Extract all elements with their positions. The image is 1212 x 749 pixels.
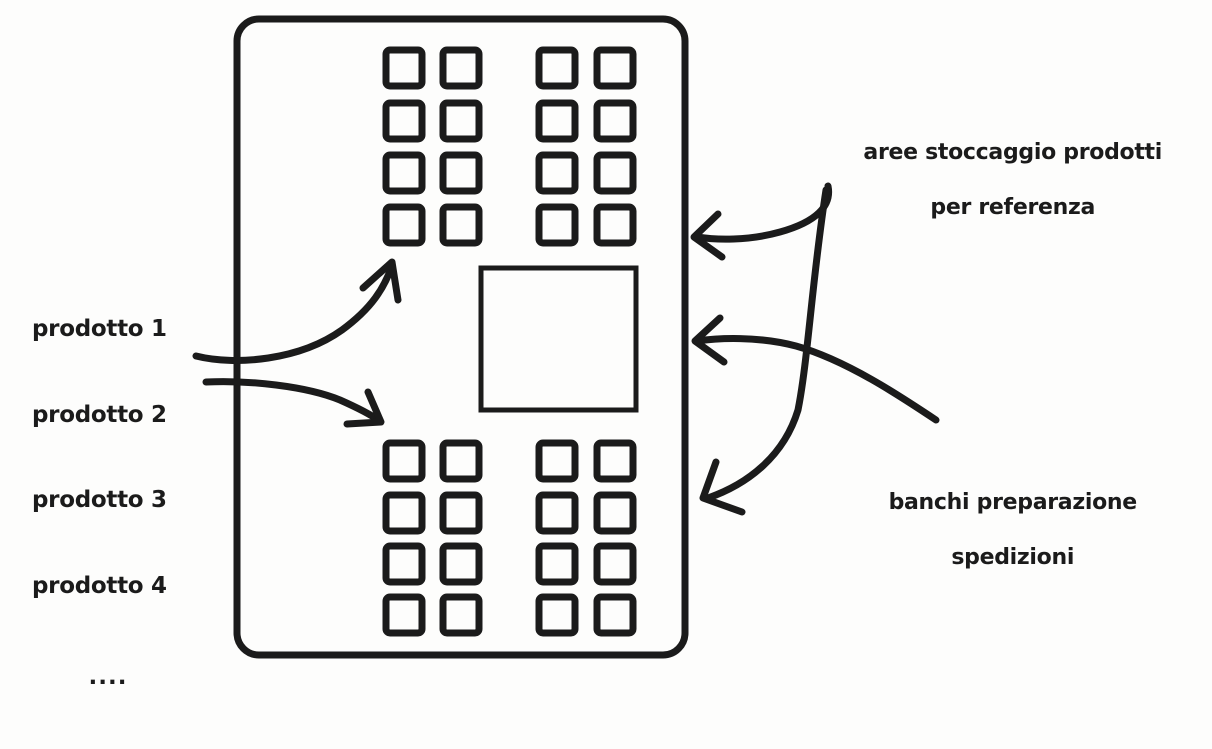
storage-cell xyxy=(382,491,426,535)
storage-cell xyxy=(439,203,483,247)
arrow-products-to-bottom-storage xyxy=(202,378,385,428)
arrow-products-to-top-storage xyxy=(192,258,402,364)
storage-cell xyxy=(382,99,426,143)
product-line-1: prodotto 1 xyxy=(32,316,167,343)
storage-areas-label: aree stoccaggio prodotti per referenza xyxy=(812,112,1184,248)
storage-cell xyxy=(382,203,426,247)
storage-cell xyxy=(593,593,637,637)
storage-cell xyxy=(535,203,579,247)
storage-cell xyxy=(535,151,579,195)
storage-cell xyxy=(382,46,426,90)
storage-cell xyxy=(439,593,483,637)
storage-cell xyxy=(439,491,483,535)
diagram-canvas: prodotto 1 prodotto 2 prodotto 3 prodott… xyxy=(32,15,1184,690)
arrow-benches-label-to-prep-area xyxy=(691,314,940,424)
storage-cell xyxy=(382,542,426,586)
storage-cell xyxy=(439,99,483,143)
preparation-bench-area xyxy=(478,265,639,413)
storage-cell xyxy=(535,593,579,637)
storage-cell xyxy=(382,593,426,637)
shipping-benches-label: banchi preparazione spedizioni xyxy=(842,462,1154,598)
storage-cell xyxy=(593,439,637,483)
storage-cell xyxy=(382,151,426,195)
benches-label-line-1: banchi preparazione xyxy=(888,490,1138,516)
storage-cell xyxy=(382,439,426,483)
product-line-3: prodotto 3 xyxy=(32,487,167,514)
storage-cell xyxy=(593,46,637,90)
storage-cell xyxy=(535,542,579,586)
storage-cell xyxy=(535,439,579,483)
storage-cell xyxy=(439,542,483,586)
storage-cell xyxy=(593,99,637,143)
storage-cell xyxy=(535,99,579,143)
storage-cell xyxy=(439,46,483,90)
storage-cell xyxy=(439,439,483,483)
storage-cell xyxy=(593,491,637,535)
product-line-4: prodotto 4 xyxy=(32,572,167,599)
product-list-label: prodotto 1 prodotto 2 prodotto 3 prodott… xyxy=(32,258,184,749)
warehouse-outline xyxy=(233,15,689,659)
arrow-storage-label-to-top-grid xyxy=(690,182,833,261)
storage-cell xyxy=(593,542,637,586)
storage-label-line-2: per referenza xyxy=(930,194,1096,220)
storage-cell xyxy=(593,203,637,247)
arrow-storage-label-to-bottom-grid xyxy=(699,186,830,516)
top-storage-grid xyxy=(382,46,637,247)
storage-cell xyxy=(593,151,637,195)
storage-label-line-1: aree stoccaggio prodotti xyxy=(863,140,1163,166)
bottom-storage-grid xyxy=(382,439,637,637)
product-line-2: prodotto 2 xyxy=(32,401,167,428)
storage-cell xyxy=(535,46,579,90)
benches-label-line-2: spedizioni xyxy=(951,544,1075,570)
product-list-ellipsis: .... xyxy=(88,664,128,691)
storage-cell xyxy=(439,151,483,195)
storage-cell xyxy=(535,491,579,535)
diagram-graphics xyxy=(192,15,940,659)
